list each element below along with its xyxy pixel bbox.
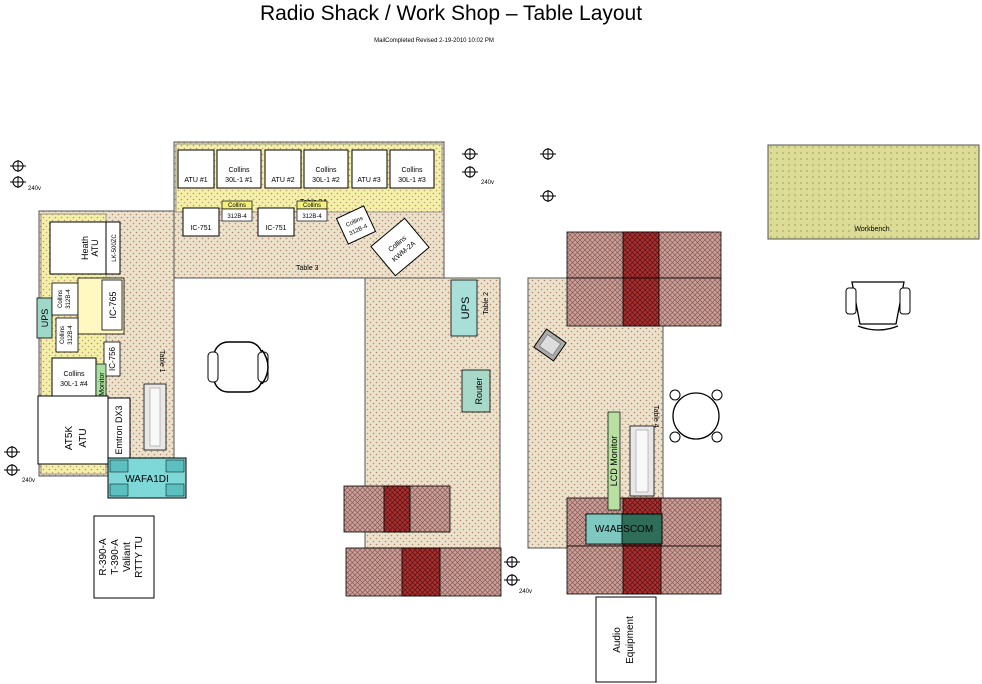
ups-left: UPS: [40, 309, 50, 328]
lk-500zc: LK-500ZC: [112, 234, 118, 262]
ups-mid: UPS: [460, 297, 472, 320]
collins-30l1-2-line2: 30L-1 #2: [312, 177, 340, 184]
at5k-atu-line2: ATU: [78, 428, 89, 447]
wafa1di: WAFA1DI: [125, 474, 169, 485]
receiver-line1: R-390-A: [98, 538, 109, 576]
receiver-line3: Valiant: [122, 542, 133, 572]
collins-30l1-3-line2: 30L-1 #3: [398, 177, 426, 184]
312b4-b: 312B-4: [302, 214, 322, 220]
receiver-box: R-390-A T-390-A Valiant RTTY TU: [93, 515, 155, 599]
round-table-icon: [669, 389, 723, 443]
at5k-atu-line1: AT5K: [64, 426, 75, 451]
table-1-label: Table 1: [158, 350, 165, 373]
lcd-monitor-right: LCD Monitor: [609, 436, 619, 487]
collins-30l1-4-line1: Collins: [63, 371, 85, 378]
cabinets-table2: [343, 485, 502, 597]
workbench: Workbench: [767, 144, 980, 240]
atu-2: ATU #2: [271, 177, 294, 184]
table-2-label: Table 2: [483, 292, 490, 315]
outlet-icon: [10, 160, 26, 188]
outlet-240v-bottom-left: 240v: [22, 478, 35, 484]
collins-312b4-left2-line1: Collins: [60, 326, 66, 344]
laptop-icon: [533, 328, 567, 362]
w4abscom: W4ABSCOM: [595, 524, 653, 535]
outlet-icon: [462, 148, 478, 178]
receiver-line4: RTTY TU: [134, 536, 145, 578]
collins-small-a: Collins: [228, 203, 246, 209]
audio-equipment: Audio Equipment: [595, 596, 657, 683]
collins-small-b: Collins: [303, 203, 321, 209]
collins-30l1-1-line1: Collins: [228, 167, 250, 174]
chair-right-icon: [845, 281, 911, 331]
heath-atu-line1: Heath: [80, 236, 90, 260]
page-title: Radio Shack / Work Shop – Table Layout: [259, 2, 643, 25]
ic-765: IC-765: [108, 291, 118, 318]
outlet-240v-top-left: 240v: [28, 186, 41, 192]
audio-line1: Audio: [612, 627, 623, 653]
collins-30l1-3-line1: Collins: [401, 167, 423, 174]
receiver-line2: T-390-A: [110, 539, 121, 575]
outlet-240v-bottom-mid: 240v: [519, 589, 532, 595]
chair-left-icon: [207, 341, 269, 393]
ic-751-b: IC-751: [265, 225, 286, 232]
312b4-a: 312B-4: [227, 214, 247, 220]
table4-equipment: LCD Monitor W4ABSCOM: [533, 328, 663, 545]
outlet-icon: [504, 556, 520, 586]
outlet-icon: [4, 446, 20, 476]
page-subtitle: MailCompleted Revised 2-19-2010 10:02 PM: [374, 38, 494, 44]
atu-1: ATU #1: [184, 177, 207, 184]
outlet-icon: [540, 148, 556, 202]
collins-312b4-left2-line2: 312B-4: [68, 325, 74, 345]
collins-30l1-4-line2: 30L-1 #4: [60, 381, 88, 388]
collins-30l1-2-line1: Collins: [315, 167, 337, 174]
ic-751-a: IC-751: [190, 225, 211, 232]
outlet-240v-top-mid: 240v: [481, 180, 494, 186]
router: Router: [474, 377, 484, 404]
collins-312b4-left-line2: 312B-4: [66, 289, 72, 309]
left-equipment: Heath ATU LK-500ZC UPS Collins 312B-4 IC…: [36, 221, 187, 499]
middle-equipment: UPS Router: [450, 279, 491, 413]
collins-312b4-left-line1: Collins: [58, 290, 64, 308]
table-4-label: Table 4: [652, 405, 659, 428]
table-3-label: Table 3: [296, 265, 319, 272]
heath-atu-line2: ATU: [90, 239, 100, 256]
outlets: 240v 240v 240v 240v: [4, 148, 556, 595]
lcd-monitor-left: LCD Monitor: [99, 372, 106, 412]
top-equipment-row: ATU #1 Collins 30L-1 #1 ATU #2 Collins 3…: [177, 149, 435, 277]
emtron-dx3: Emtron DX3: [114, 405, 124, 454]
collins-30l1-1-line2: 30L-1 #1: [225, 177, 253, 184]
ic-756: IC-756: [108, 346, 117, 371]
audio-line2: Equipment: [625, 616, 636, 664]
atu-3: ATU #3: [357, 177, 380, 184]
workbench-label: Workbench: [854, 226, 889, 233]
